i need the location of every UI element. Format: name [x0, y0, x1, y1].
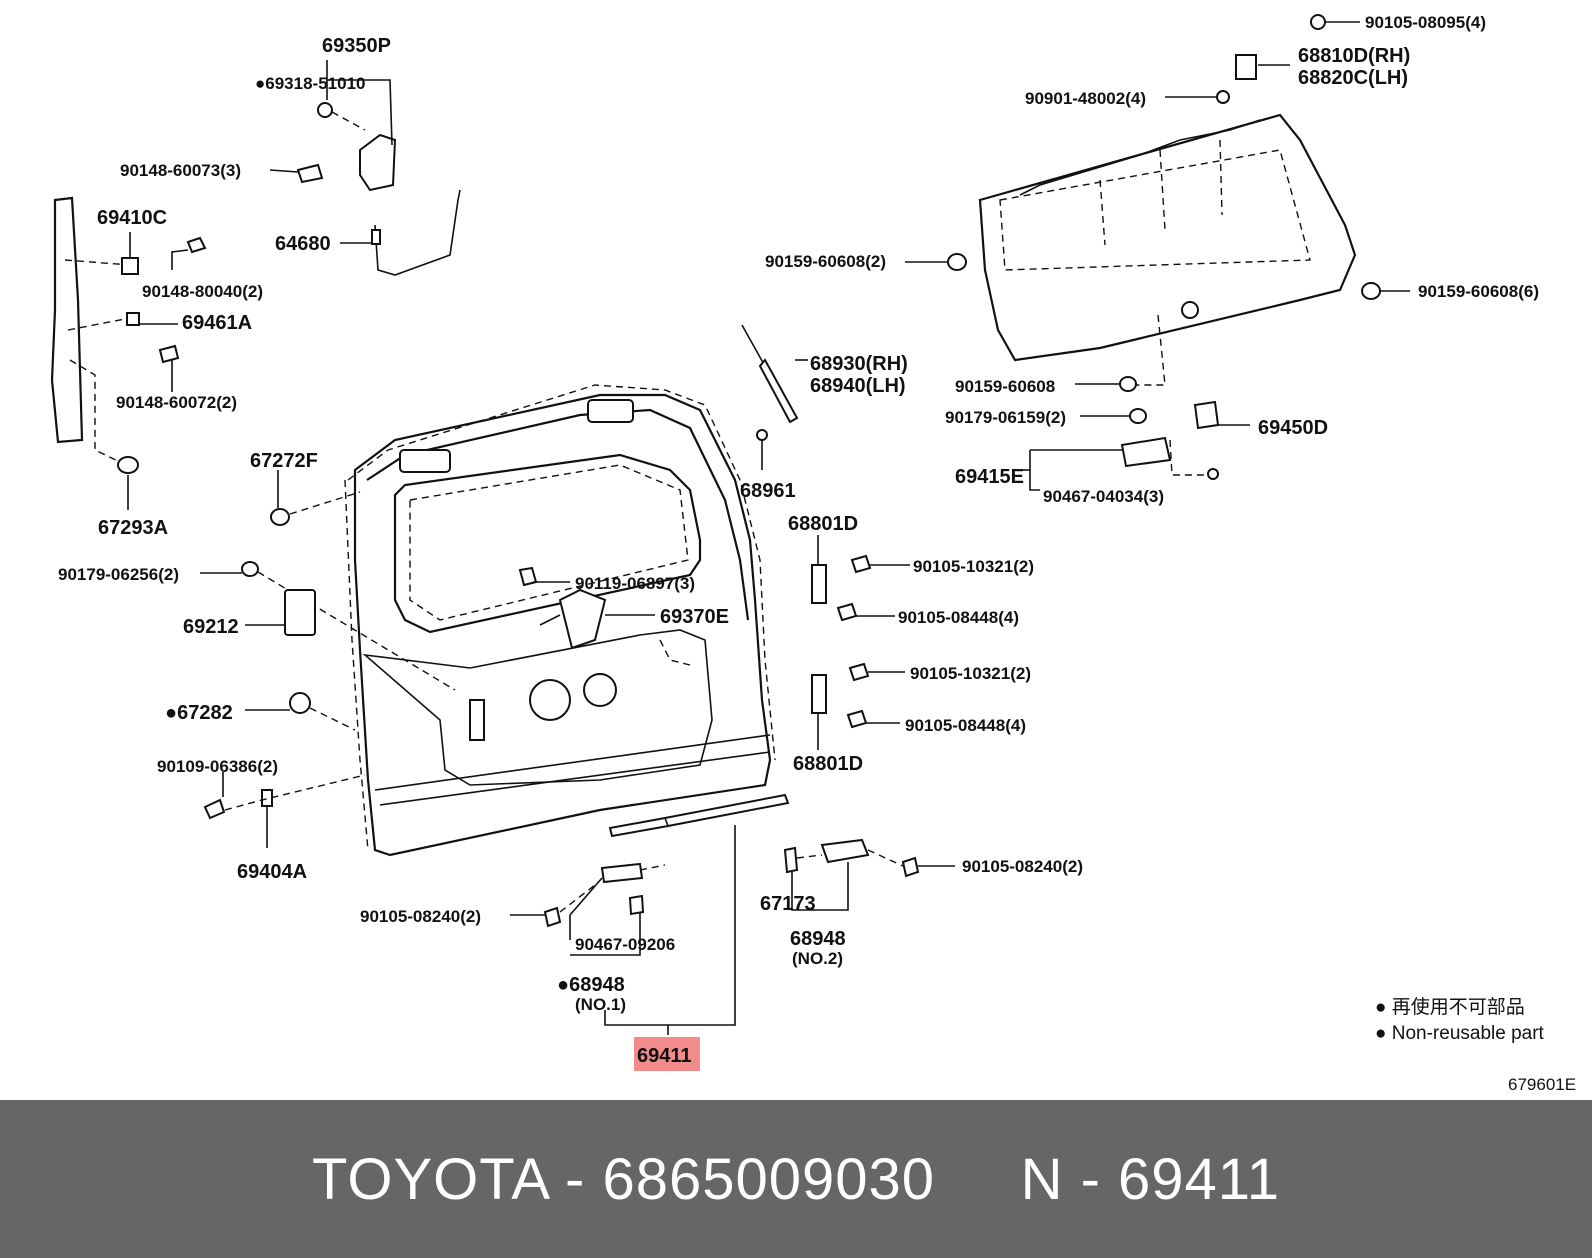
back-door-panel — [344, 384, 776, 857]
leader-lines — [127, 21, 1410, 1035]
label-90179-06159: 90179-06159(2) — [945, 408, 1066, 427]
back-door-glass — [978, 113, 1357, 386]
label-90105-08448-b: 90105-08448(4) — [905, 716, 1026, 735]
label-90901-48002: 90901-48002(4) — [1025, 89, 1146, 108]
label-67293A: 67293A — [98, 517, 168, 539]
label-no2: (NO.2) — [792, 949, 843, 968]
label-90148-60072: 90148-60072(2) — [116, 393, 237, 412]
label-67272F: 67272F — [250, 450, 318, 472]
footer-bar: TOYOTA - 6865009030 N - 69411 — [0, 1100, 1592, 1258]
label-67282: ●67282 — [165, 702, 233, 724]
legend: ● 再使用不可部品 ● Non-reusable part — [1375, 996, 1545, 1044]
diagram-canvas: 69350P ●69318-51010 90148-60073(3) 64680… — [50, 13, 1576, 1094]
label-69318: ●69318-51010 — [255, 74, 365, 93]
label-69350P: 69350P — [322, 35, 391, 57]
label-90105-08448-a: 90105-08448(4) — [898, 608, 1019, 627]
label-68820C: 68820C(LH) — [1298, 67, 1408, 89]
label-90179-06256: 90179-06256(2) — [58, 565, 179, 584]
parts-diagram: 69350P ●69318-51010 90148-60073(3) 64680… — [50, 13, 1577, 1094]
label-90159-60608-c: 90159-60608 — [955, 377, 1055, 396]
label-64680: 64680 — [275, 233, 331, 255]
label-69370E: 69370E — [660, 606, 729, 628]
label-69410C: 69410C — [97, 207, 167, 229]
label-69404A: 69404A — [237, 861, 307, 883]
label-90105-10321-b: 90105-10321(2) — [910, 664, 1031, 683]
part-labels: 69350P ●69318-51010 90148-60073(3) 64680… — [58, 13, 1539, 1067]
label-68948-no2: 68948 — [790, 928, 846, 950]
label-68930: 68930(RH) — [810, 353, 908, 375]
label-69212: 69212 — [183, 616, 239, 638]
label-90119-06897: 90119-06897(3) — [575, 574, 695, 593]
label-90105-08095: 90105-08095(4) — [1365, 13, 1486, 32]
label-90148-60073: 90148-60073(3) — [120, 161, 241, 180]
label-68810D: 68810D(RH) — [1298, 45, 1410, 67]
diagram-code: 679601E — [1508, 1075, 1576, 1094]
label-69461A: 69461A — [182, 312, 252, 334]
label-90105-08240-a: 90105-08240(2) — [360, 907, 481, 926]
label-68801D-bottom: 68801D — [793, 753, 863, 775]
label-90105-08240-b: 90105-08240(2) — [962, 857, 1083, 876]
label-69411: 69411 — [637, 1045, 692, 1067]
label-90105-10321-a: 90105-10321(2) — [913, 557, 1034, 576]
legend-japanese: ● 再使用不可部品 — [1375, 996, 1525, 1018]
label-90109-06386: 90109-06386(2) — [157, 757, 278, 776]
label-67173: 67173 — [760, 893, 816, 915]
label-68940: 68940(LH) — [810, 375, 906, 397]
label-68801D-top: 68801D — [788, 513, 858, 535]
label-69450D: 69450D — [1258, 417, 1328, 439]
side-trim-strip — [50, 196, 131, 463]
label-68961: 68961 — [740, 480, 796, 502]
label-90159-60608-a: 90159-60608(2) — [765, 252, 886, 271]
label-69415E: 69415E — [955, 466, 1024, 488]
label-no1: (NO.1) — [575, 995, 626, 1014]
label-68948-no1: ●68948 — [557, 974, 625, 996]
label-90467-09206: 90467-09206 — [575, 935, 675, 954]
legend-english: ● Non-reusable part — [1375, 1023, 1545, 1044]
footer-part-number: TOYOTA - 6865009030 N - 69411 — [312, 1146, 1280, 1212]
small-parts — [117, 14, 1381, 928]
label-90467-04034: 90467-04034(3) — [1043, 487, 1164, 506]
label-90148-80040: 90148-80040(2) — [142, 282, 263, 301]
highlight-69411 — [634, 1037, 700, 1071]
label-90159-60608-b: 90159-60608(6) — [1418, 282, 1539, 301]
